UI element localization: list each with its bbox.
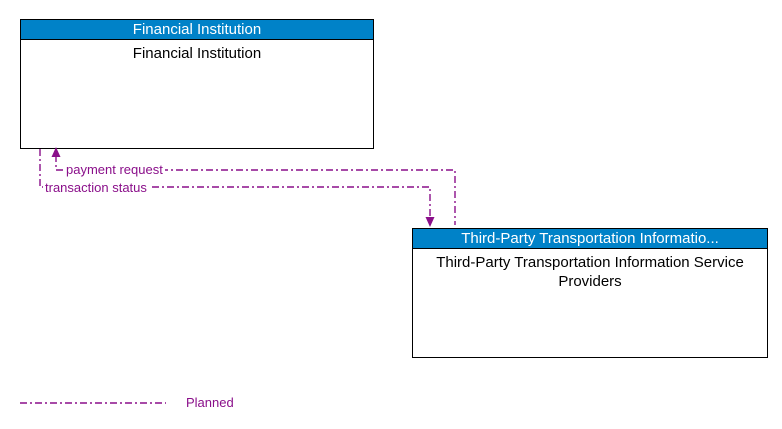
node-third-party-title: Third-Party Transportation Informatio...: [413, 229, 767, 249]
flow-label-payment-request: payment request: [64, 162, 165, 177]
node-financial-institution-title: Financial Institution: [21, 20, 373, 40]
legend-planned-line-swatch: [20, 402, 166, 404]
flow-label-transaction-status: transaction status: [43, 180, 149, 195]
legend-planned-label: Planned: [186, 395, 234, 410]
flow-transaction-status-arrowhead: [425, 217, 435, 227]
node-third-party-body: Third-Party Transportation Information S…: [436, 254, 744, 290]
node-financial-institution[interactable]: Financial Institution Financial Institut…: [20, 19, 374, 149]
node-third-party-transportation-information-service-providers[interactable]: Third-Party Transportation Informatio...…: [412, 228, 768, 358]
node-financial-institution-body: Financial Institution: [132, 45, 262, 62]
legend: Planned: [20, 394, 320, 414]
